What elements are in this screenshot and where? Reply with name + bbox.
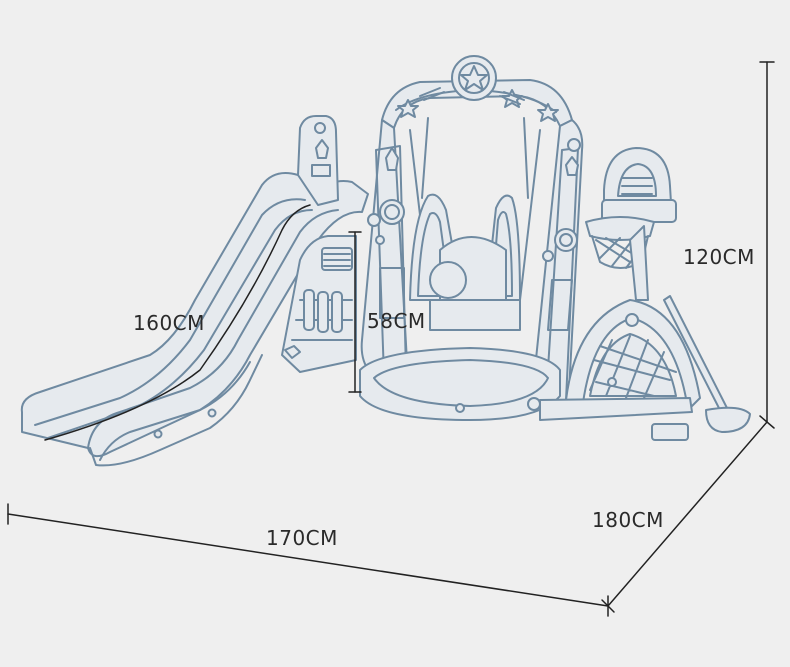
slide-length-label: 160CM xyxy=(133,311,205,335)
slide-height-label: 58CM xyxy=(367,309,426,333)
soccer-goal-illustration xyxy=(539,299,701,421)
basketball-hoop-illustration xyxy=(585,147,677,301)
golf-club-illustration xyxy=(651,295,751,441)
swing-frame-illustration xyxy=(359,55,584,421)
width-line xyxy=(7,513,609,607)
depth-line xyxy=(607,421,768,607)
depth-label: 180CM xyxy=(592,508,664,532)
width-label: 170CM xyxy=(266,526,338,550)
ladder-illustration xyxy=(281,235,357,373)
slide-illustration xyxy=(20,115,369,467)
total-height-label: 120CM xyxy=(683,245,755,269)
slide-length-line xyxy=(44,204,311,441)
